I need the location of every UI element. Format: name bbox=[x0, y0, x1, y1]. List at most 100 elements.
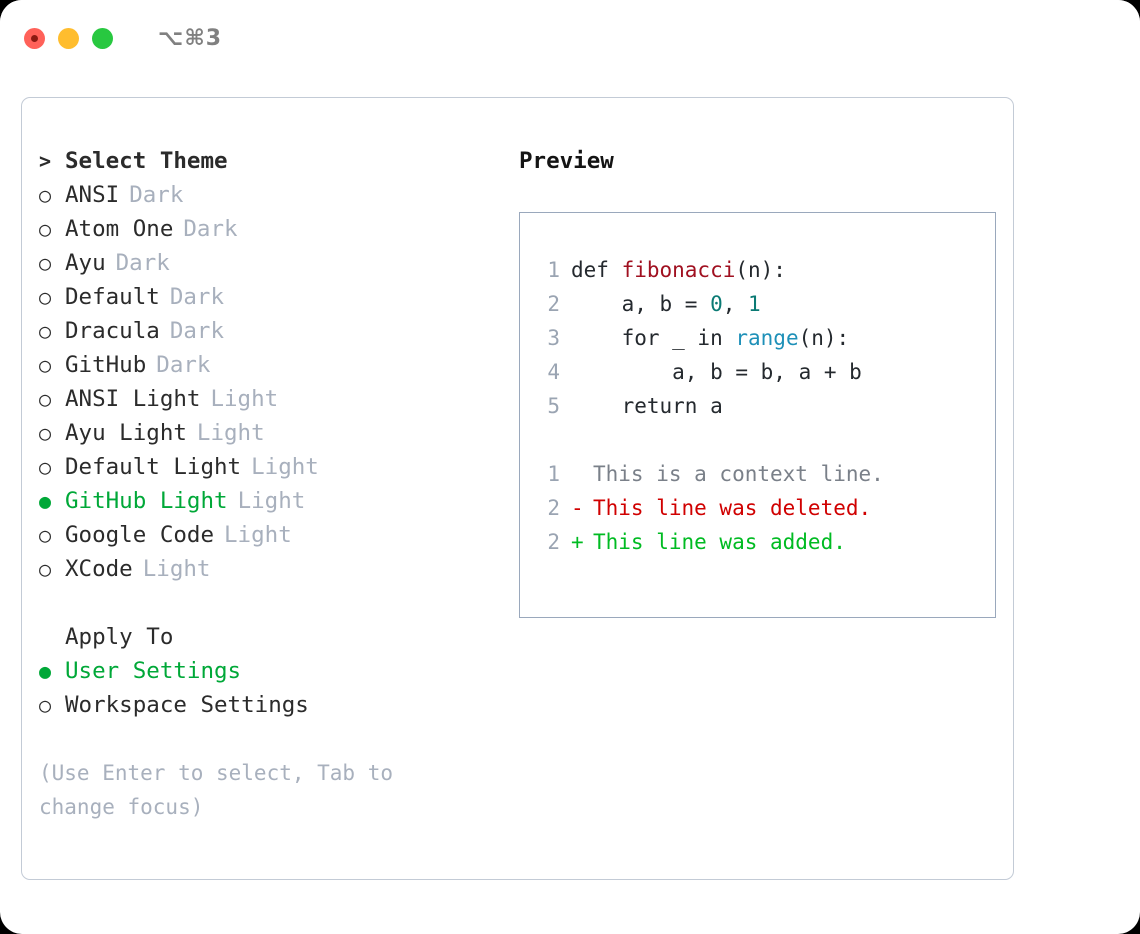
code-token: range bbox=[735, 326, 799, 350]
theme-name-label: Google Code bbox=[65, 522, 215, 548]
close-icon bbox=[31, 34, 38, 42]
theme-category-label: Light bbox=[210, 386, 279, 412]
line-number: 2 bbox=[547, 496, 560, 520]
code-token: (n): bbox=[798, 326, 850, 350]
code-line-text: return a bbox=[571, 389, 723, 423]
theme-name-label: Default Light bbox=[65, 454, 242, 480]
theme-category-label: Light bbox=[142, 556, 211, 582]
minimize-button[interactable] bbox=[58, 27, 79, 49]
diff-line: 2+This line was added. bbox=[538, 525, 995, 559]
diff-line-text: This line was added. bbox=[593, 530, 846, 554]
line-number: 2 bbox=[547, 530, 560, 554]
theme-list-item[interactable]: ● GitHub Light Light bbox=[39, 484, 499, 518]
radio-selected-icon: ● bbox=[39, 659, 52, 683]
theme-name-label: GitHub bbox=[65, 352, 147, 378]
apply-to-item[interactable]: ● User Settings bbox=[39, 654, 499, 688]
code-token: a, b = b, a + b bbox=[571, 360, 862, 384]
theme-name-label: GitHub Light bbox=[65, 488, 228, 514]
theme-name-label: Ayu bbox=[65, 250, 106, 276]
theme-category-label: Dark bbox=[169, 318, 225, 344]
traffic-lights bbox=[24, 27, 113, 49]
theme-list-item[interactable]: ○ ANSI Dark bbox=[39, 178, 499, 212]
select-theme-header: > Select Theme bbox=[39, 144, 499, 178]
theme-list-item[interactable]: ○ XCode Light bbox=[39, 552, 499, 586]
radio-unselected-icon: ○ bbox=[39, 353, 52, 377]
radio-unselected-icon: ○ bbox=[39, 557, 52, 581]
radio-unselected-icon: ○ bbox=[39, 217, 52, 241]
theme-name-label: Atom One bbox=[65, 216, 174, 242]
theme-list-item[interactable]: ○ Atom One Dark bbox=[39, 212, 499, 246]
line-number: 5 bbox=[547, 394, 560, 418]
theme-list-item[interactable]: ○ GitHub Dark bbox=[39, 348, 499, 382]
radio-unselected-icon: ○ bbox=[39, 693, 52, 717]
code-token: 1 bbox=[748, 292, 761, 316]
line-number: 2 bbox=[547, 292, 560, 316]
diff-line-text: This line was deleted. bbox=[593, 496, 872, 520]
code-token: def bbox=[571, 258, 622, 282]
theme-list-item[interactable]: ○ Google Code Light bbox=[39, 518, 499, 552]
keyboard-hint: (Use Enter to select, Tab to change focu… bbox=[39, 761, 406, 819]
code-token: , bbox=[722, 292, 749, 316]
radio-unselected-icon: ○ bbox=[39, 455, 52, 479]
theme-list-item[interactable]: ○ Default Light Light bbox=[39, 450, 499, 484]
theme-name-label: ANSI bbox=[65, 182, 120, 208]
code-line-text: a, b = 0, 1 bbox=[571, 287, 761, 321]
line-number: 1 bbox=[547, 258, 560, 282]
theme-list-item[interactable]: ○ Dracula Dark bbox=[39, 314, 499, 348]
radio-unselected-icon: ○ bbox=[39, 523, 52, 547]
diff-sign bbox=[571, 457, 593, 491]
code-line-text: def fibonacci(n): bbox=[571, 253, 786, 287]
theme-category-label: Light bbox=[251, 454, 319, 480]
line-number: 4 bbox=[547, 360, 560, 384]
radio-unselected-icon: ○ bbox=[39, 387, 52, 411]
theme-name-label: ANSI Light bbox=[65, 386, 201, 412]
theme-name-label: Dracula bbox=[65, 318, 160, 344]
apply-to-label: User Settings bbox=[65, 658, 242, 684]
code-token: a, b = bbox=[571, 292, 711, 316]
apply-to-item[interactable]: ○Workspace Settings bbox=[39, 688, 499, 722]
close-button[interactable] bbox=[24, 27, 45, 49]
theme-category-label: Light bbox=[224, 522, 292, 548]
radio-unselected-icon: ○ bbox=[39, 285, 52, 309]
code-token: 0 bbox=[710, 292, 723, 316]
code-line-text: for _ in range(n): bbox=[571, 321, 850, 355]
radio-unselected-icon: ○ bbox=[39, 421, 52, 445]
theme-list-item[interactable]: ○ ANSI Light Light bbox=[39, 382, 499, 416]
line-number: 1 bbox=[547, 462, 560, 486]
theme-name-label: XCode bbox=[65, 556, 133, 582]
code-line: 3 for _ in range(n): bbox=[538, 321, 995, 355]
theme-category-label: Dark bbox=[129, 182, 184, 208]
radio-unselected-icon: ○ bbox=[39, 251, 52, 275]
code-line-text: a, b = b, a + b bbox=[571, 355, 862, 389]
theme-category-label: Dark bbox=[115, 250, 170, 276]
theme-category-label: Light bbox=[196, 420, 265, 446]
diff-line: 1 This is a context line. bbox=[538, 457, 995, 491]
prompt-caret-icon: > bbox=[39, 149, 52, 173]
apply-to-list: ● User Settings ○Workspace Settings bbox=[39, 654, 499, 722]
code-token: return a bbox=[571, 394, 723, 418]
code-line: 5 return a bbox=[538, 389, 995, 423]
code-line: 2 a, b = 0, 1 bbox=[538, 287, 995, 321]
diff-sign: - bbox=[571, 496, 584, 520]
theme-category-label: Dark bbox=[183, 216, 238, 242]
theme-category-label: Light bbox=[237, 488, 306, 514]
theme-list-item[interactable]: ○ Ayu Dark bbox=[39, 246, 499, 280]
radio-selected-icon: ● bbox=[39, 489, 52, 513]
code-line: 4 a, b = b, a + b bbox=[538, 355, 995, 389]
preview-title: Preview bbox=[519, 148, 614, 174]
theme-category-label: Dark bbox=[156, 352, 211, 378]
theme-name-label: Default bbox=[65, 284, 160, 310]
diff-line-text: This is a context line. bbox=[593, 462, 884, 486]
line-number: 3 bbox=[547, 326, 560, 350]
maximize-button[interactable] bbox=[92, 27, 113, 49]
radio-unselected-icon: ○ bbox=[39, 319, 52, 343]
radio-unselected-icon: ○ bbox=[39, 183, 52, 207]
